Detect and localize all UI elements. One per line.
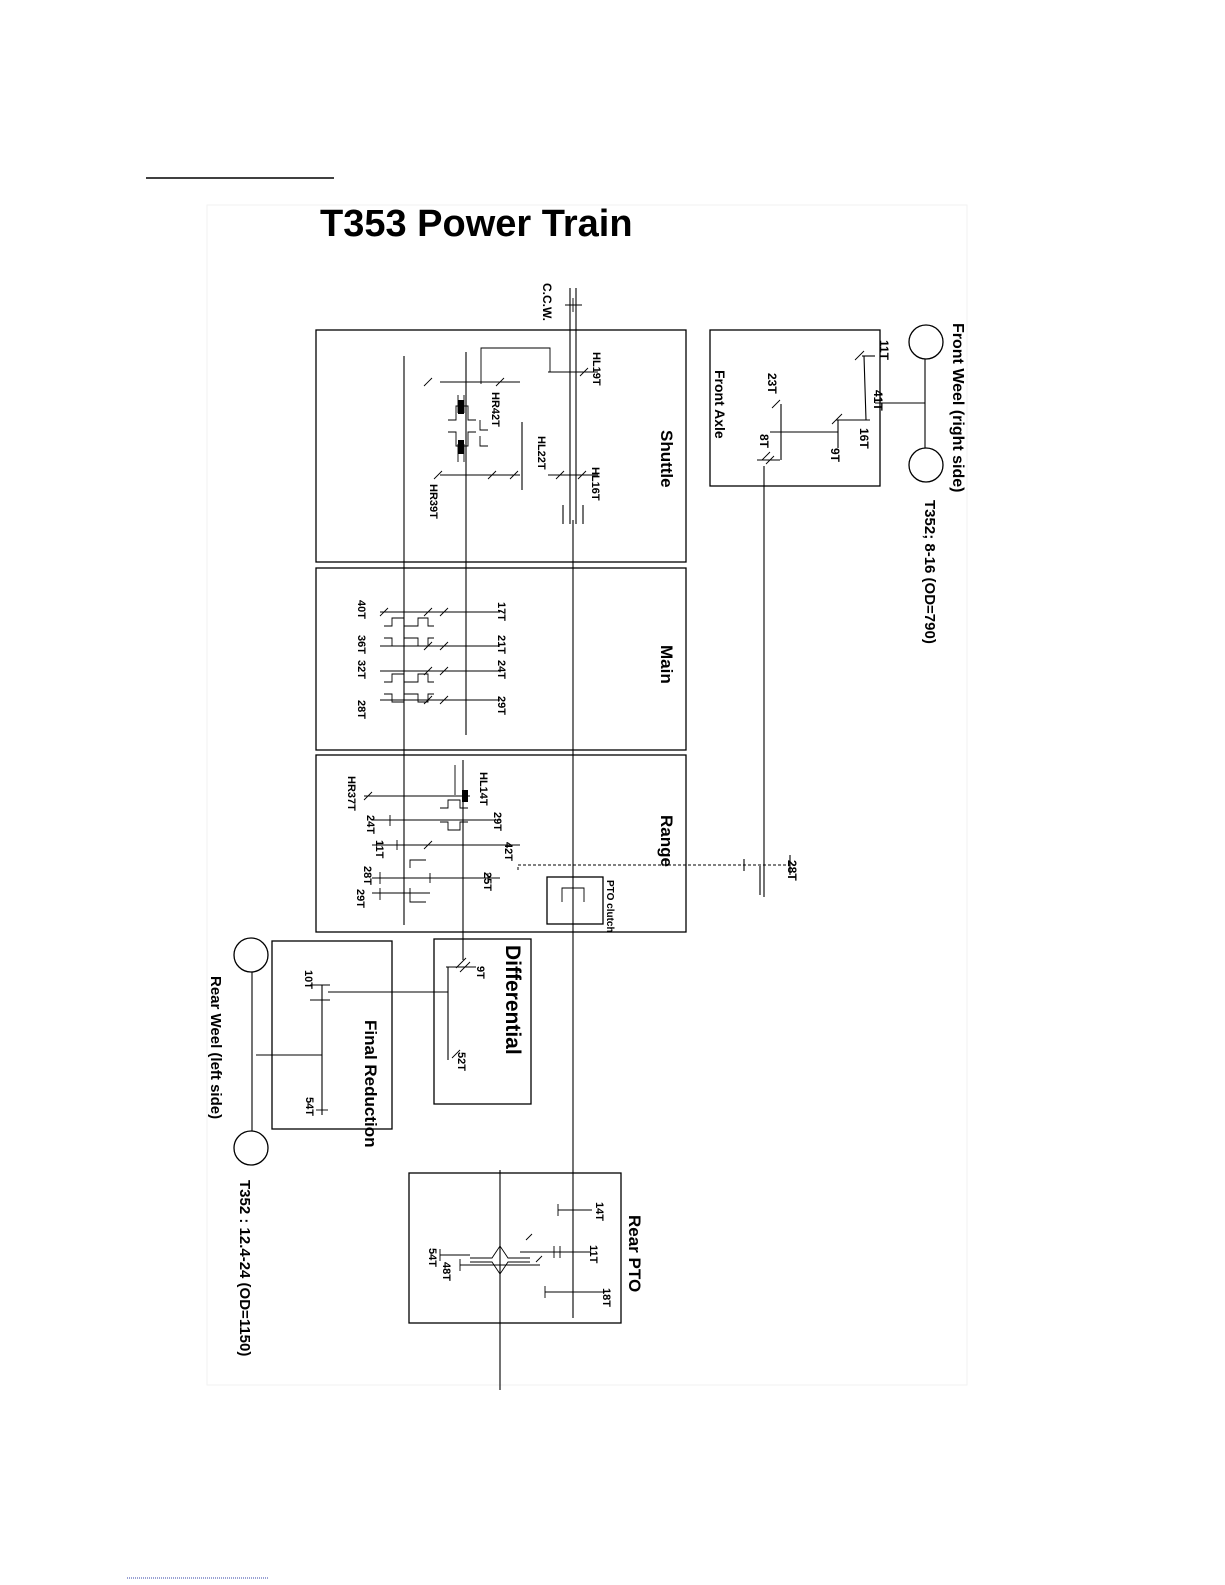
gear-hr39: HR39T <box>427 484 439 519</box>
gear-hr42: HR42T <box>489 392 501 427</box>
gear-hl22: HL22T <box>535 436 547 470</box>
gear-hl16: HL16T <box>589 467 601 501</box>
gear-29t: 29T <box>495 696 507 715</box>
gear-rp-18t: 18T <box>600 1288 612 1307</box>
rear-wheel-lower <box>233 1130 269 1166</box>
gear-fr-10t: 10T <box>302 970 314 989</box>
gear-fa-41t: 41T <box>871 390 885 411</box>
gear-40t: 40T <box>355 600 367 619</box>
main-gear-marks <box>379 607 500 705</box>
differential-box <box>433 938 532 1105</box>
gear-rp-54t: 54T <box>426 1248 438 1267</box>
front-drive-engagement-path <box>517 864 790 870</box>
gear-hr37: HR37T <box>345 776 357 811</box>
rear-wheel-spec: T352 : 12.4-24 (OD=1150) <box>236 1180 253 1356</box>
gear-rp-11t: 11T <box>587 1245 599 1264</box>
rear-wheel-upper <box>233 937 269 973</box>
gear-range-11t: 11T <box>373 840 385 859</box>
differential-label: Differential <box>501 945 524 1055</box>
final-reduction-mechanism <box>251 960 330 1150</box>
gear-range-29t: 29T <box>491 812 503 831</box>
gear-fr-54t: 54T <box>303 1097 315 1116</box>
front-wheel-label: Front Weel (right side) <box>949 323 966 492</box>
gear-rp-14t: 14T <box>593 1202 605 1221</box>
front-axle-box <box>709 329 881 487</box>
shuttle-box <box>315 329 687 563</box>
pto-clutch-box <box>546 876 604 925</box>
rotation-label: C.C.W. <box>540 283 554 321</box>
range-label: Range <box>657 815 676 867</box>
gear-fa-16t: 16T <box>857 428 871 449</box>
rear-pto-box <box>408 1172 622 1324</box>
gear-24t: 24T <box>495 660 507 679</box>
gear-fa-23t: 23T <box>765 373 779 394</box>
main-label: Main <box>657 645 676 684</box>
front-wheel-spec: T352; 8-16 (OD=790) <box>921 500 938 644</box>
gear-range-24t: 24T <box>364 815 376 834</box>
front-axle-label: Front Axle <box>712 370 728 439</box>
gear-36t: 36T <box>355 635 367 654</box>
rear-pto-label: Rear PTO <box>625 1215 644 1292</box>
pto-clutch-symbol <box>561 887 585 902</box>
shuttle-label: Shuttle <box>657 430 676 488</box>
front-wheel-upper <box>908 324 944 360</box>
gear-front-drive-28t: 28T <box>785 860 799 881</box>
gear-hl14: HL14T <box>477 772 489 806</box>
gear-diff-52t: 52T <box>455 1052 467 1071</box>
gear-range-28t: 28T <box>361 866 373 885</box>
gear-fa-8t: 8T <box>757 434 771 449</box>
pto-clutch-label: PTO clutch <box>604 880 615 933</box>
gear-fa-11t: 11T <box>877 340 891 361</box>
gear-range-25t: 25T <box>481 872 493 891</box>
gear-17t: 17T <box>495 602 507 621</box>
main-box <box>315 567 687 751</box>
gear-28t: 28T <box>355 700 367 719</box>
gear-32t: 32T <box>355 660 367 679</box>
final-reduction-box <box>271 940 393 1130</box>
gear-range-42t: 42T <box>502 842 514 861</box>
diagram-title: T353 Power Train <box>320 203 633 245</box>
differential-mechanism <box>328 957 476 1060</box>
gear-hl19: HL19T <box>590 352 602 386</box>
gear-diff-9t: 9T <box>474 966 486 979</box>
gear-rp-48t: 48T <box>440 1262 452 1281</box>
diagram-frame <box>206 204 968 1386</box>
gear-fa-9t: 9T <box>828 448 842 463</box>
range-gear-marks <box>363 765 520 903</box>
range-box <box>315 754 687 933</box>
shuttle-gear-marks <box>423 367 598 480</box>
gear-range-29t-b: 29T <box>354 889 366 908</box>
front-axle-mechanism <box>757 350 926 465</box>
final-reduction-label: Final Reduction <box>361 1020 380 1148</box>
rear-pto-mechanism <box>439 1204 605 1298</box>
gear-21t: 21T <box>495 635 507 654</box>
rear-wheel-label: Rear Weel (left side) <box>207 976 224 1119</box>
front-wheel-lower <box>908 447 944 483</box>
